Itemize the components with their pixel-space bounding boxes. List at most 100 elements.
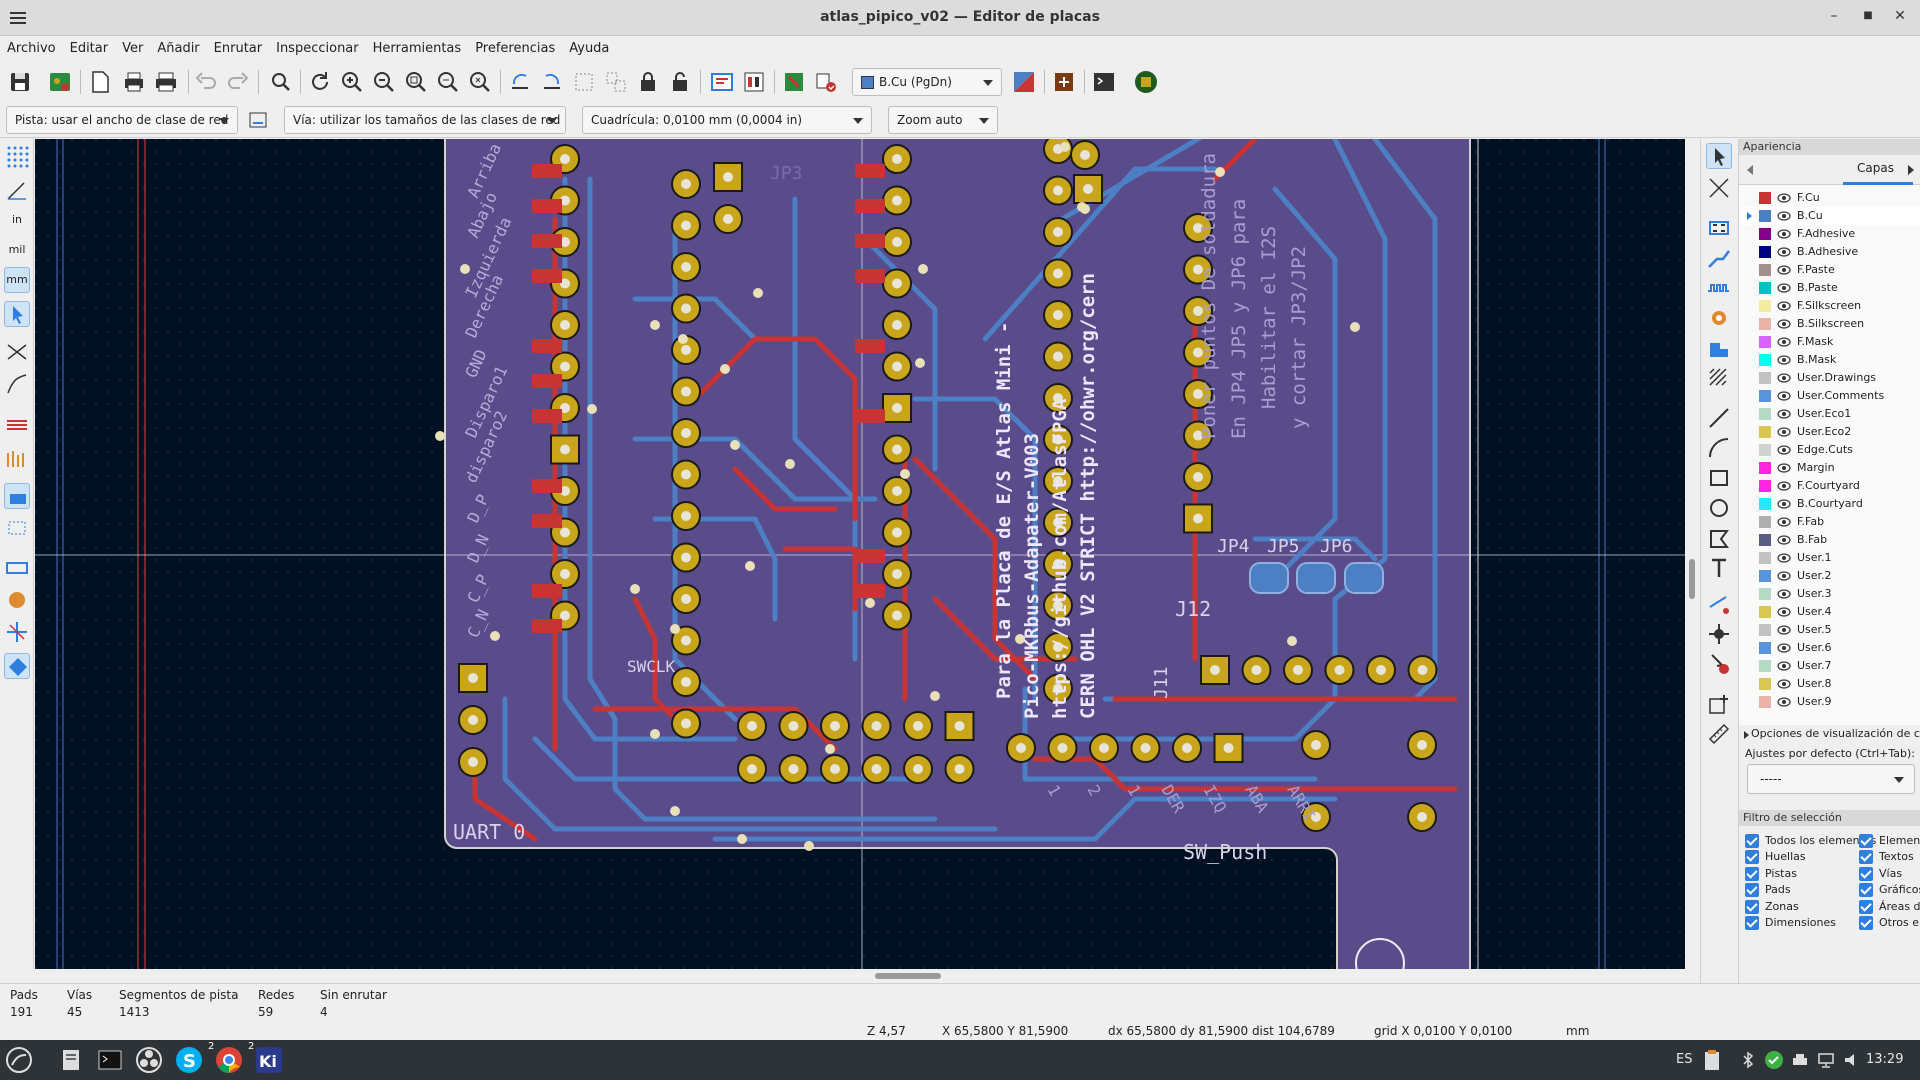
eye-icon[interactable] <box>1777 534 1791 546</box>
horizontal-scroll-thumb[interactable] <box>875 973 941 979</box>
layer-row-user-eco2[interactable]: User.Eco2 <box>1739 423 1920 441</box>
checkbox-checked-icon[interactable] <box>1745 883 1759 898</box>
menu-anadir[interactable]: Añadir <box>157 41 200 56</box>
layer-color-swatch[interactable] <box>1759 228 1771 240</box>
layer-color-swatch[interactable] <box>1759 552 1771 564</box>
layer-display-options[interactable]: Opciones de visualización de capa <box>1739 725 1920 743</box>
clipboard-tray-icon[interactable] <box>1702 1048 1722 1072</box>
layer-row-b-paste[interactable]: B.Paste <box>1739 279 1920 297</box>
checkbox-checked-icon[interactable] <box>1859 850 1873 865</box>
menu-ver[interactable]: Ver <box>122 41 144 56</box>
zoom-out-icon[interactable] <box>370 68 398 96</box>
rotate-cw-icon[interactable] <box>538 68 566 96</box>
grid-toggle-icon[interactable] <box>4 143 30 169</box>
layer-row-b-adhesive[interactable]: B.Adhesive <box>1739 243 1920 261</box>
close-icon[interactable]: ✕ <box>1894 8 1906 24</box>
bluetooth-tray-icon[interactable] <box>1738 1050 1758 1070</box>
layer-color-swatch[interactable] <box>1759 498 1771 510</box>
ratsnest-icon[interactable] <box>4 339 30 365</box>
checkbox-checked-icon[interactable] <box>1745 916 1759 930</box>
layer-row-f-silkscreen[interactable]: F.Silkscreen <box>1739 297 1920 315</box>
draw-line-icon[interactable] <box>1706 405 1732 431</box>
drc-icon[interactable] <box>812 68 840 96</box>
lock-icon[interactable] <box>634 68 662 96</box>
menu-enrutar[interactable]: Enrutar <box>213 41 263 56</box>
maximize-icon[interactable]: ■ <box>1863 10 1873 21</box>
zones-fill-icon[interactable] <box>4 411 30 437</box>
layer-color-swatch[interactable] <box>1759 678 1771 690</box>
hamburger-menu-icon[interactable] <box>10 9 26 27</box>
add-text-icon[interactable] <box>1706 555 1732 581</box>
eye-icon[interactable] <box>1777 606 1791 618</box>
zoom-objects-icon[interactable] <box>434 68 462 96</box>
rule-area-icon[interactable] <box>1706 365 1732 391</box>
layer-color-swatch[interactable] <box>1759 210 1771 222</box>
menu-preferencias[interactable]: Preferencias <box>475 41 556 56</box>
flip-board-icon[interactable] <box>4 619 30 645</box>
layer-row-user-9[interactable]: User.9 <box>1739 693 1920 711</box>
add-footprint-icon[interactable] <box>1706 215 1732 241</box>
pads-fill-icon[interactable] <box>4 483 30 509</box>
layer-row-f-fab[interactable]: F.Fab <box>1739 513 1920 531</box>
start-menu-icon[interactable] <box>4 1045 34 1075</box>
checkbox-checked-icon[interactable] <box>1745 850 1759 865</box>
eye-icon[interactable] <box>1777 408 1791 420</box>
eye-icon[interactable] <box>1777 660 1791 672</box>
layer-color-swatch[interactable] <box>1759 282 1771 294</box>
eye-icon[interactable] <box>1777 264 1791 276</box>
layer-color-swatch[interactable] <box>1759 660 1771 672</box>
updates-tray-icon[interactable] <box>1764 1050 1784 1070</box>
layer-color-swatch[interactable] <box>1759 516 1771 528</box>
cursor-full-icon[interactable] <box>4 301 30 327</box>
route-track-icon[interactable] <box>1706 245 1732 271</box>
layer-color-swatch[interactable] <box>1759 642 1771 654</box>
tracks-outline-icon[interactable] <box>4 555 30 581</box>
unlock-icon[interactable] <box>666 68 694 96</box>
checkbox-checked-icon[interactable] <box>1859 866 1873 881</box>
eye-icon[interactable] <box>1777 696 1791 708</box>
layer-row-f-mask[interactable]: F.Mask <box>1739 333 1920 351</box>
eye-icon[interactable] <box>1777 336 1791 348</box>
layer-row-edge-cuts[interactable]: Edge.Cuts <box>1739 441 1920 459</box>
footprint-browser-icon[interactable] <box>740 68 768 96</box>
eye-icon[interactable] <box>1777 390 1791 402</box>
layer-row-user-3[interactable]: User.3 <box>1739 585 1920 603</box>
layer-row-user-2[interactable]: User.2 <box>1739 567 1920 585</box>
eye-icon[interactable] <box>1777 642 1791 654</box>
layer-row-b-courtyard[interactable]: B.Courtyard <box>1739 495 1920 513</box>
layer-row-b-fab[interactable]: B.Fab <box>1739 531 1920 549</box>
layer-color-swatch[interactable] <box>1759 462 1771 474</box>
grid-select[interactable]: Cuadrícula: 0,0100 mm (0,0004 in) <box>582 106 872 134</box>
eye-icon[interactable] <box>1777 624 1791 636</box>
new-page-icon[interactable] <box>86 68 114 96</box>
track-width-select[interactable]: Pista: usar el ancho de clase de red <box>6 106 238 134</box>
layer-color-swatch[interactable] <box>1759 318 1771 330</box>
add-via-icon[interactable] <box>1706 305 1732 331</box>
layer-row-user-drawings[interactable]: User.Drawings <box>1739 369 1920 387</box>
checkbox-checked-icon[interactable] <box>1859 899 1873 914</box>
eye-icon[interactable] <box>1777 372 1791 384</box>
plugin-icon[interactable] <box>1132 68 1160 96</box>
layer-color-swatch[interactable] <box>1759 534 1771 546</box>
layer-row-f-courtyard[interactable]: F.Courtyard <box>1739 477 1920 495</box>
minimize-icon[interactable]: – <box>1830 8 1838 24</box>
eye-icon[interactable] <box>1777 516 1791 528</box>
layer-color-swatch[interactable] <box>1759 408 1771 420</box>
layer-selector[interactable]: B.Cu (PgDn) <box>852 68 1002 96</box>
menu-inspeccionar[interactable]: Inspeccionar <box>276 41 359 56</box>
obs-icon[interactable] <box>134 1045 164 1075</box>
layer-color-swatch[interactable] <box>1759 192 1771 204</box>
layer-color-swatch[interactable] <box>1759 336 1771 348</box>
layer-color-swatch[interactable] <box>1759 372 1771 384</box>
draw-rectangle-icon[interactable] <box>1706 465 1732 491</box>
high-contrast-icon[interactable] <box>4 587 30 613</box>
checkbox-checked-icon[interactable] <box>1745 834 1759 848</box>
zoom-fit-icon[interactable] <box>402 68 430 96</box>
menu-editar[interactable]: Editar <box>69 41 109 56</box>
rotate-ccw-icon[interactable] <box>506 68 534 96</box>
eye-icon[interactable] <box>1777 300 1791 312</box>
delete-tool-icon[interactable] <box>1706 651 1732 677</box>
netlist-update-icon[interactable] <box>708 68 736 96</box>
layer-row-user-comments[interactable]: User.Comments <box>1739 387 1920 405</box>
pcb-drawing[interactable]: UART 0 J12 SW_Push SWCLK JP4 JP5 JP6 JP3… <box>35 139 1685 969</box>
